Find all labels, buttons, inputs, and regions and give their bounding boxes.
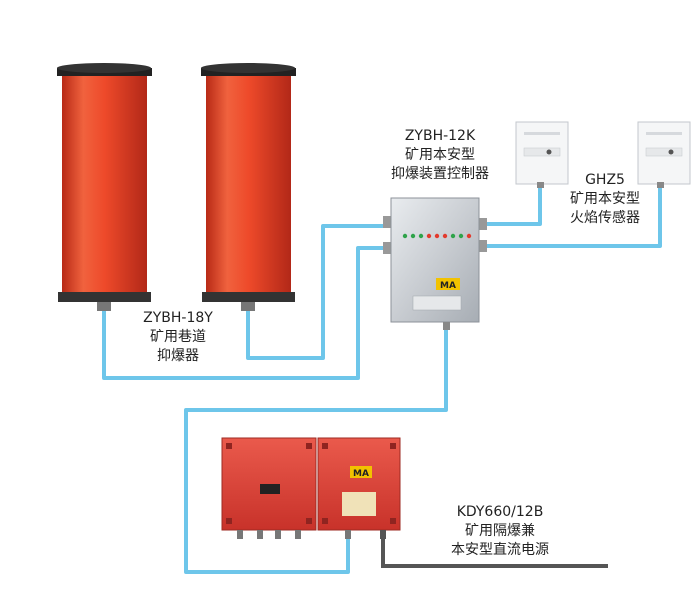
ma-badge-controller-text: MA xyxy=(440,281,456,291)
suppressor-cylinder-2 xyxy=(201,63,296,311)
label-power-model: KDY660/12B xyxy=(457,504,544,520)
cable-suppressor-1 xyxy=(102,246,390,380)
label-sensor-line1: 矿用本安型 xyxy=(570,191,640,207)
warning-label xyxy=(342,492,376,516)
cable-sensor-1 xyxy=(486,186,542,226)
cable-suppressor-2 xyxy=(246,224,390,360)
label-power-line1: 矿用隔爆兼 xyxy=(465,523,535,539)
label-sensor: GHZ5 矿用本安型 火焰传感器 xyxy=(570,172,640,226)
controller-box: MA xyxy=(383,197,487,330)
power-supply-line xyxy=(381,530,608,568)
cable-controller-power xyxy=(184,326,448,574)
indicator-leds xyxy=(402,233,472,239)
display-window xyxy=(260,484,280,494)
label-sensor-model: GHZ5 xyxy=(585,172,625,188)
label-suppressor-model: ZYBH-18Y xyxy=(143,310,213,326)
power-supply-box: MA xyxy=(221,437,401,539)
label-suppressor-line1: 矿用巷道 xyxy=(150,329,206,345)
label-suppressor-line2: 抑爆器 xyxy=(157,348,199,364)
label-suppressor: ZYBH-18Y 矿用巷道 抑爆器 xyxy=(143,310,213,364)
label-power-line2: 本安型直流电源 xyxy=(451,541,549,558)
ma-badge-controller xyxy=(436,278,460,290)
cable-sensor-2 xyxy=(486,186,662,248)
label-controller-line1: 矿用本安型 xyxy=(405,147,475,163)
flame-sensor-1 xyxy=(515,121,569,188)
flame-sensor-2 xyxy=(637,121,691,188)
suppressor-cylinder-1 xyxy=(57,63,152,311)
ma-badge-power-text: MA xyxy=(353,469,369,479)
label-controller-model: ZYBH-12K xyxy=(405,128,476,144)
ma-badge-power xyxy=(350,466,372,478)
label-power: KDY660/12B 矿用隔爆兼 本安型直流电源 xyxy=(451,504,549,558)
label-sensor-line2: 火焰传感器 xyxy=(570,209,640,226)
signal-cables xyxy=(102,186,662,574)
label-controller: ZYBH-12K 矿用本安型 抑爆装置控制器 xyxy=(391,128,489,182)
label-controller-line2: 抑爆装置控制器 xyxy=(391,166,489,182)
